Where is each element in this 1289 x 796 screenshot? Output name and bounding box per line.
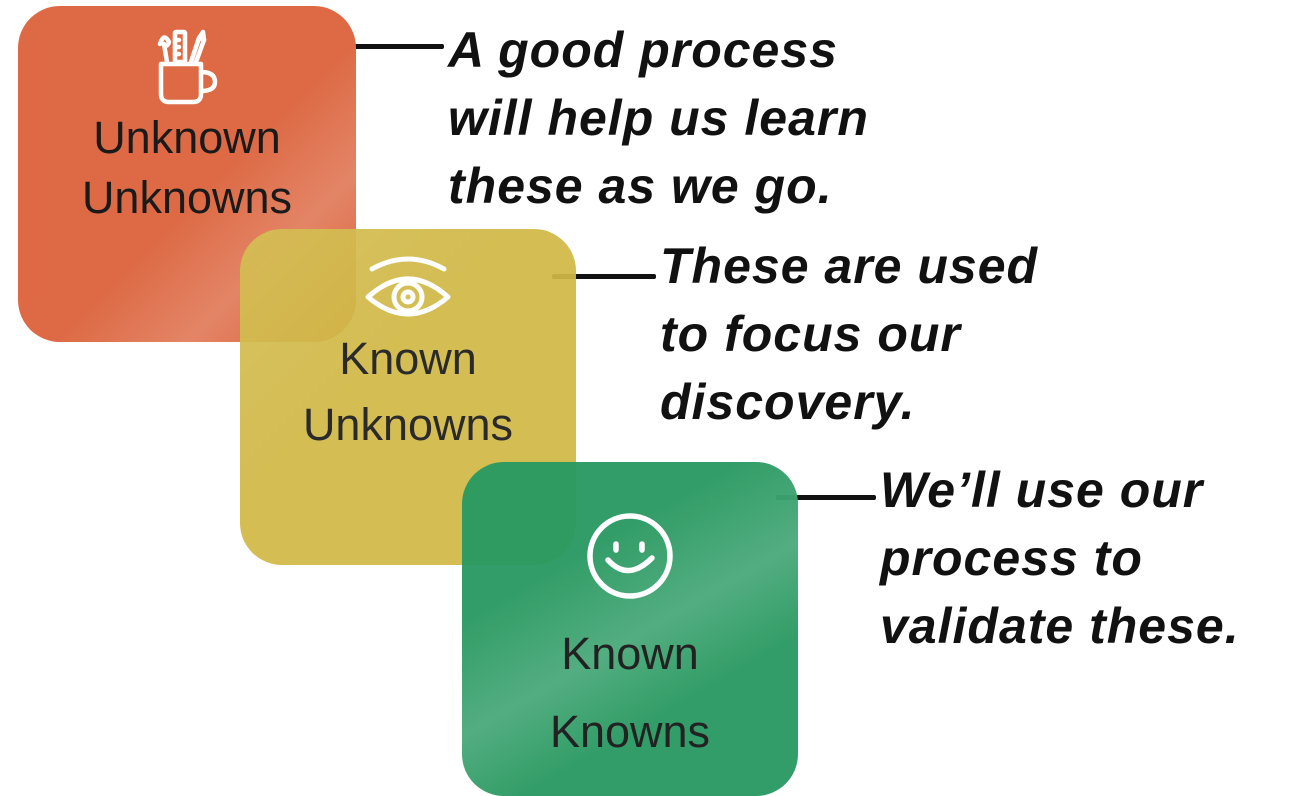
note-line: to focus our [660,306,961,362]
note-line: We’ll use our [880,462,1204,518]
note-known-unknowns: These are used to focus our discovery. [660,232,1038,436]
note-line: discovery. [660,374,916,430]
note-known-knowns: We’ll use our process to validate these. [880,456,1240,660]
card-label-line-2: Knowns [549,706,711,757]
card-label-line-2: Unknowns [81,172,293,223]
note-unknown-unknowns: A good process will help us learn these … [448,16,869,220]
connector-line [552,274,656,279]
pencil-cup-icon [157,29,218,105]
card-label-line-2: Unknowns [302,399,514,450]
eye-icon [365,256,451,317]
card-label-line-1: Unknown [93,112,281,163]
note-line: will help us learn [448,90,869,146]
card-label-line-1: Known [339,333,477,384]
card-label-line-1: Known [561,628,699,679]
note-line: These are used [660,238,1039,294]
note-line: these as we go. [448,158,833,214]
connector-line [776,495,876,500]
note-line: process to [880,530,1143,586]
smiley-icon [587,513,673,599]
card-known-knowns: Known Knowns [462,462,798,796]
connector-line [340,44,444,49]
note-line: validate these. [880,598,1240,654]
note-line: A good process [448,22,838,78]
